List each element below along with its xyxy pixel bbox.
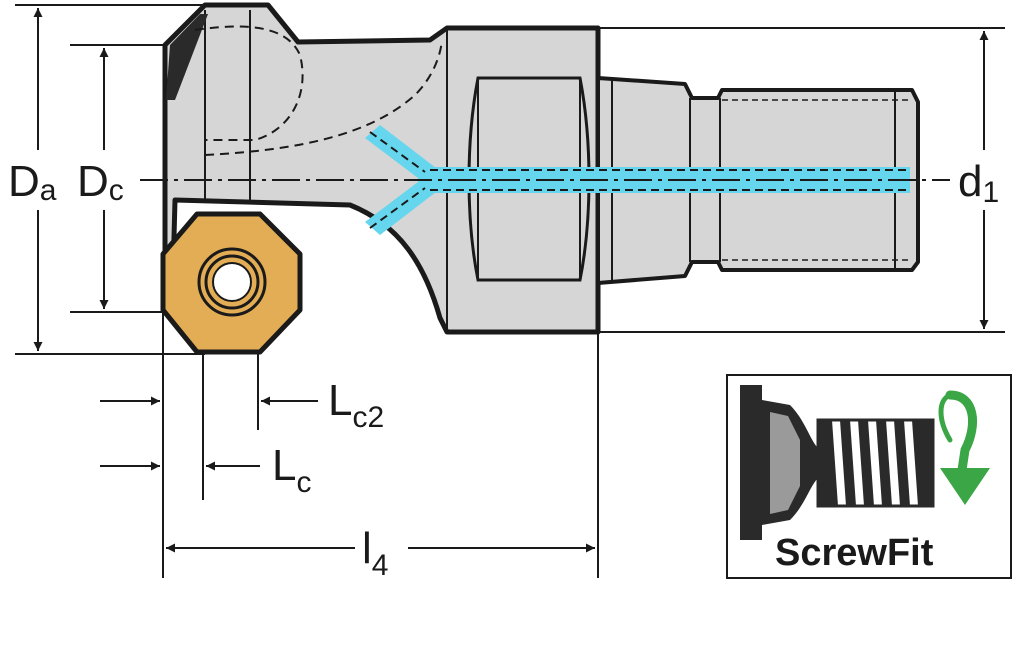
label-da: Da [8,157,57,207]
label-lc2: Lc2 [328,376,384,434]
insert [160,211,303,355]
label-lc: Lc [272,441,311,499]
upper-insert-edge [166,14,208,100]
screw-icon [740,385,935,540]
screwfit-label: ScrewFit [775,532,934,574]
screwfit-badge: ScrewFit [726,374,1012,579]
cutter-head [162,2,601,335]
label-d1: d1 [958,157,999,209]
label-dc: Dc [77,157,124,207]
rotation-arrow-icon [938,390,990,505]
dimension-lines [15,4,1005,578]
label-l4: l4 [362,524,388,582]
